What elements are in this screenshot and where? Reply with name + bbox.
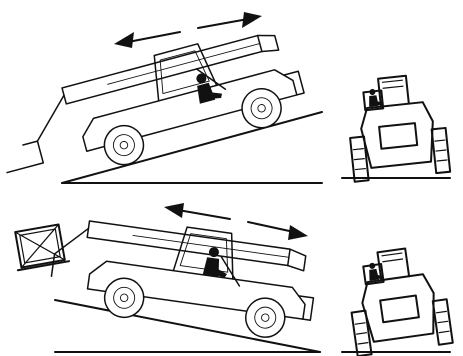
operator-icon [192, 70, 223, 104]
telehandler-rear-view-icon [344, 72, 450, 181]
operator-icon [203, 246, 231, 278]
bottom-panel [11, 203, 453, 356]
telehandler-rear-view-icon [344, 244, 453, 356]
top-panel [0, 12, 450, 195]
telehandler-side-view-icon [0, 21, 310, 195]
double-headed-arrow [114, 12, 262, 48]
pallet-crate-icon [11, 224, 69, 270]
